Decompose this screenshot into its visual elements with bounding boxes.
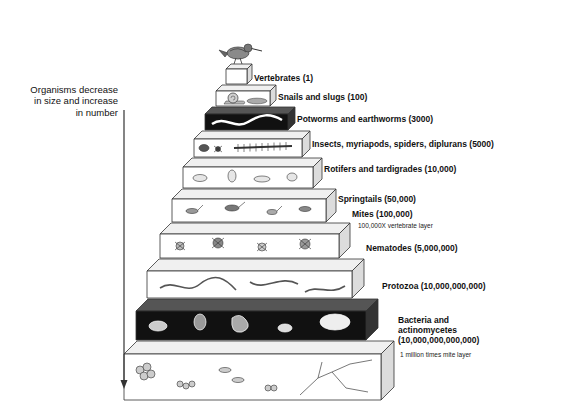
pyramid-layer: Rotifers and tardigrades (10,000) (183, 158, 322, 188)
pyramid-layer: Springtails (50,000) (172, 189, 336, 222)
block-face (302, 131, 310, 157)
layer-label: Snails and slugs (100) (278, 93, 367, 103)
bird-figure (219, 44, 262, 64)
text-holder: Organisms decrease in size and increase … (28, 84, 118, 118)
pyramid-layer: Snails and slugs (100) (216, 85, 276, 106)
layer-label: Springtails (50,000) (338, 195, 416, 205)
block-face (136, 311, 366, 340)
text-holder: Springtails (50,000) (338, 195, 416, 205)
comparison-note: 100,000X vertebrate layer (358, 222, 433, 229)
layer-block (172, 189, 336, 222)
layer-label: Mites (100,000) (352, 210, 412, 220)
block-face (247, 64, 252, 84)
text-holder: Protozoa (10,000,000,000) (382, 282, 485, 292)
block-face (147, 271, 352, 298)
text-holder: Mites (100,000) (352, 210, 412, 220)
text-holder: 100,000X vertebrate layer (358, 222, 433, 229)
block-face (339, 223, 350, 258)
comparison-note: 1 million times mite layer (400, 351, 471, 358)
pyramid-layer: Nematodes (5,000,000) (147, 259, 364, 298)
pyramid-layer: Potworms and earthworms (3000) (205, 107, 295, 130)
layer-label: Protozoa (10,000,000,000) (382, 282, 485, 292)
layer-block (147, 259, 364, 298)
block-face (288, 107, 295, 130)
block-face (270, 85, 276, 106)
axis-note: Organisms decrease in size and increase … (28, 84, 118, 118)
block-face (216, 91, 270, 106)
block-face (183, 167, 313, 188)
block-face (136, 299, 378, 311)
layer-label: Vertebrates (1) (254, 74, 313, 84)
block-face (172, 199, 326, 222)
text-holder: Vertebrates (1) (254, 74, 313, 84)
layer-label: Nematodes (5,000,000) (366, 244, 458, 254)
layer-label: Insects, myriapods, spiders, diplurans (… (312, 140, 494, 150)
block-face (172, 189, 336, 199)
block-face (160, 223, 350, 234)
block-face (205, 107, 295, 114)
text-holder: Potworms and earthworms (3000) (297, 115, 433, 125)
block-face (160, 234, 339, 258)
layer-block (160, 223, 350, 258)
block-face (205, 114, 288, 130)
layer-block (124, 341, 394, 400)
layer-label: Bacteria and actinomycetes (10,000,000,0… (398, 316, 498, 345)
direction-arrow (121, 110, 128, 389)
layer-label: Rotifers and tardigrades (10,000) (324, 165, 456, 175)
text-holder: Nematodes (5,000,000) (366, 244, 458, 254)
pyramid-layer: Insects, myriapods, spiders, diplurans (… (194, 131, 310, 157)
text-holder: Bacteria and actinomycetes (10,000,000,0… (398, 316, 498, 345)
block-face (313, 158, 322, 188)
block-face (124, 341, 394, 354)
layer-block (226, 64, 252, 84)
text-holder: Rotifers and tardigrades (10,000) (324, 165, 456, 175)
block-face (194, 139, 302, 157)
layer-label: Potworms and earthworms (3000) (297, 115, 433, 125)
block-face (381, 341, 394, 400)
layer-block (136, 299, 378, 340)
pyramid-layer: Bacteria and actinomycetes (10,000,000,0… (124, 341, 394, 400)
block-face (124, 354, 381, 400)
block-face (183, 158, 322, 167)
block-face (352, 259, 364, 298)
layer-block (194, 131, 310, 157)
block-face (147, 259, 364, 271)
pyramid-layer: Protozoa (10,000,000,000) (136, 299, 378, 340)
layer-block (205, 107, 295, 130)
layer-block (216, 85, 276, 106)
block-face (326, 189, 336, 222)
text-holder: Insects, myriapods, spiders, diplurans (… (312, 140, 494, 150)
text-holder: Snails and slugs (100) (278, 93, 367, 103)
pyramid-layer: Mites (100,000)100,000X vertebrate layer (160, 223, 350, 258)
block-face (226, 69, 247, 84)
block-face (366, 299, 378, 340)
pyramid-layer: Vertebrates (1) (226, 64, 252, 84)
block-face (216, 85, 276, 91)
layer-block (183, 158, 322, 188)
text-holder: 1 million times mite layer (400, 351, 471, 358)
block-face (194, 131, 310, 139)
